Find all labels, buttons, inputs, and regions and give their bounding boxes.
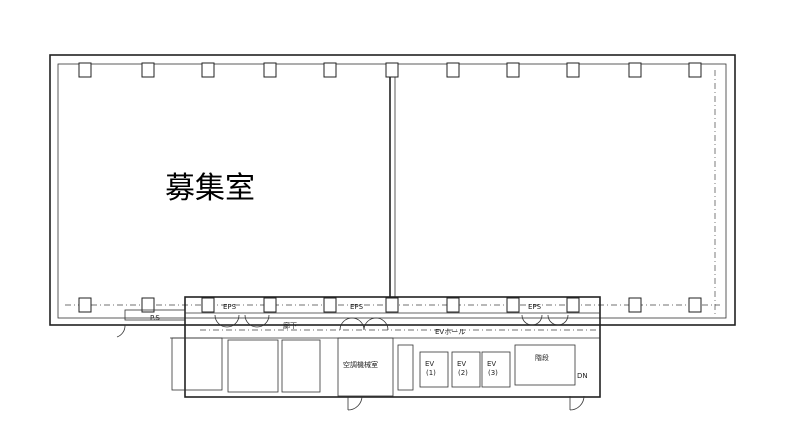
label-ev-hall: EVホール (435, 328, 465, 336)
column (78, 297, 92, 313)
column (688, 297, 702, 313)
column (141, 297, 155, 313)
column (201, 297, 215, 313)
column (446, 297, 460, 313)
label-ev-3-num: (3) (488, 369, 498, 377)
label-corridor: 廊下 (283, 321, 297, 330)
column (385, 297, 399, 313)
column (78, 62, 92, 78)
column (566, 297, 580, 313)
label-dn: DN (577, 372, 588, 380)
label-ev-3: EV (487, 360, 496, 368)
core-area (116, 296, 601, 411)
label-eps-3: EPS (528, 303, 542, 311)
column (506, 62, 520, 78)
column (446, 62, 460, 78)
column (628, 62, 642, 78)
label-eps-2: EPS (350, 303, 364, 311)
room-label: 募集室 (165, 171, 255, 206)
column (506, 297, 520, 313)
outer-walls (49, 54, 736, 326)
column (263, 62, 277, 78)
label-eps-1: EPS (223, 303, 237, 311)
label-ev-1: EV (425, 360, 434, 368)
column (323, 297, 337, 313)
column (141, 62, 155, 78)
column (385, 62, 399, 78)
structural-columns (78, 62, 702, 313)
label-ps: P.S (150, 314, 160, 322)
column (263, 297, 277, 313)
label-ev-2-num: (2) (458, 369, 468, 377)
label-stairs: 階段 (535, 353, 549, 362)
column (628, 297, 642, 313)
column (201, 62, 215, 78)
label-machine-room: 空調機械室 (343, 360, 378, 369)
column (323, 62, 337, 78)
label-ev-1-num: (1) (426, 369, 436, 377)
label-ev-2: EV (457, 360, 466, 368)
column (566, 62, 580, 78)
column (688, 62, 702, 78)
